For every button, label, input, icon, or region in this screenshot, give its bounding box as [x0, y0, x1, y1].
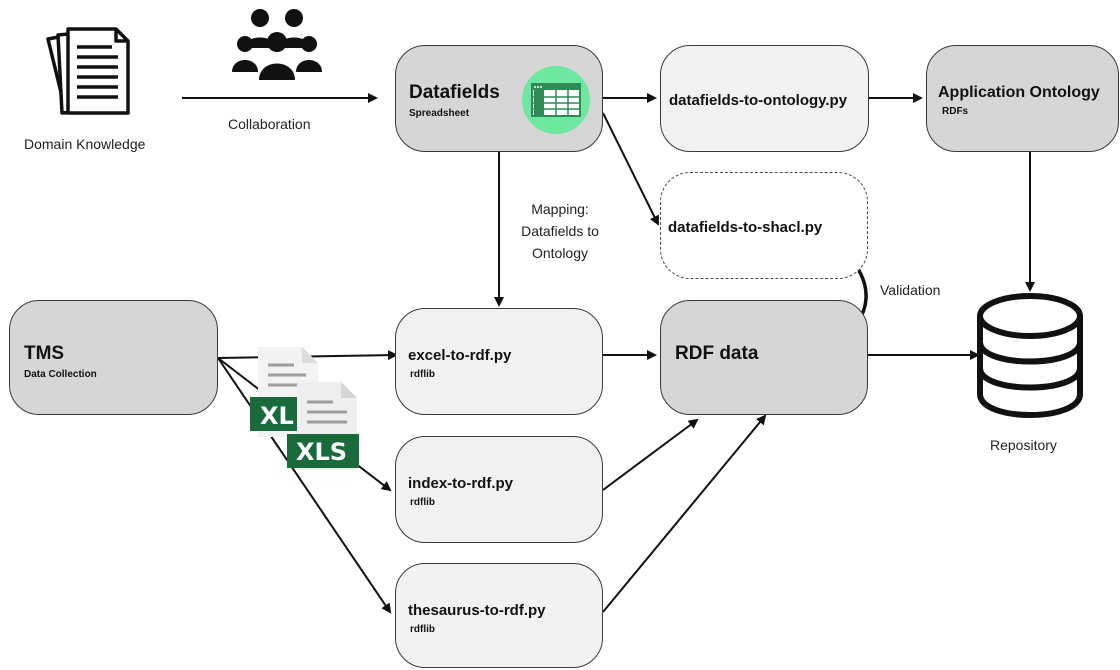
people-group-icon: [232, 9, 322, 80]
tms-title: TMS: [24, 343, 65, 364]
spreadsheet-icon: [522, 66, 590, 134]
mapping-label-line1: Mapping:: [531, 201, 589, 217]
document-stack-icon: [46, 27, 130, 115]
index-to-rdf-title: index-to-rdf.py: [408, 475, 513, 492]
edge-tms-to-thesaurus: [217, 357, 392, 614]
excel-to-rdf-title: excel-to-rdf.py: [408, 347, 512, 364]
thesaurus-to-rdf-node[interactable]: thesaurus-to-rdf.py rdflib: [395, 563, 603, 668]
tms-node[interactable]: TMS Data Collection: [9, 300, 218, 415]
excel-to-rdf-subtitle: rdflib: [410, 369, 435, 380]
xls-front-text: XLS: [296, 438, 347, 466]
mapping-label-line2: Datafields to: [521, 223, 599, 239]
excel-to-rdf-node[interactable]: excel-to-rdf.py rdflib: [395, 308, 603, 415]
collaboration-label: Collaboration: [228, 116, 311, 132]
repository-label: Repository: [990, 437, 1057, 453]
xls-file-icon: XLS: [287, 382, 359, 470]
index-to-rdf-subtitle: rdflib: [410, 497, 435, 508]
validation-label: Validation: [880, 282, 941, 298]
rdf-data-title: RDF data: [675, 343, 759, 364]
tms-subtitle: Data Collection: [24, 369, 97, 380]
datafields-to-ontology-title: datafields-to-ontology.py: [669, 92, 848, 109]
xls-back-text: XL: [260, 402, 294, 430]
datafields-to-ontology-node[interactable]: datafields-to-ontology.py: [660, 45, 869, 152]
mapping-label: Mapping: Datafields to Ontology: [505, 198, 615, 264]
edge-thesaurus-to-rdf: [602, 414, 767, 613]
domain-knowledge-label: Domain Knowledge: [24, 136, 146, 152]
mapping-label-line3: Ontology: [531, 245, 589, 261]
thesaurus-to-rdf-title: thesaurus-to-rdf.py: [408, 602, 546, 619]
datafields-title: Datafields: [409, 82, 500, 103]
rdf-data-node[interactable]: RDF data: [660, 300, 868, 415]
database-icon: [977, 293, 1083, 418]
edge-datafields-to-shacl: [602, 112, 659, 226]
application-ontology-node[interactable]: Application Ontology RDFs: [926, 45, 1119, 152]
datafields-to-shacl-title: datafields-to-shacl.py: [668, 219, 823, 236]
index-to-rdf-node[interactable]: index-to-rdf.py rdflib: [395, 436, 603, 543]
application-ontology-subtitle: RDFs: [942, 106, 969, 117]
thesaurus-to-rdf-subtitle: rdflib: [410, 624, 435, 635]
datafields-to-shacl-node[interactable]: datafields-to-shacl.py: [660, 172, 868, 279]
datafields-node[interactable]: Datafields Spreadsheet: [395, 45, 603, 152]
edge-index-to-rdf: [602, 418, 699, 491]
application-ontology-title: Application Ontology: [938, 84, 1100, 101]
datafields-subtitle: Spreadsheet: [409, 108, 470, 119]
